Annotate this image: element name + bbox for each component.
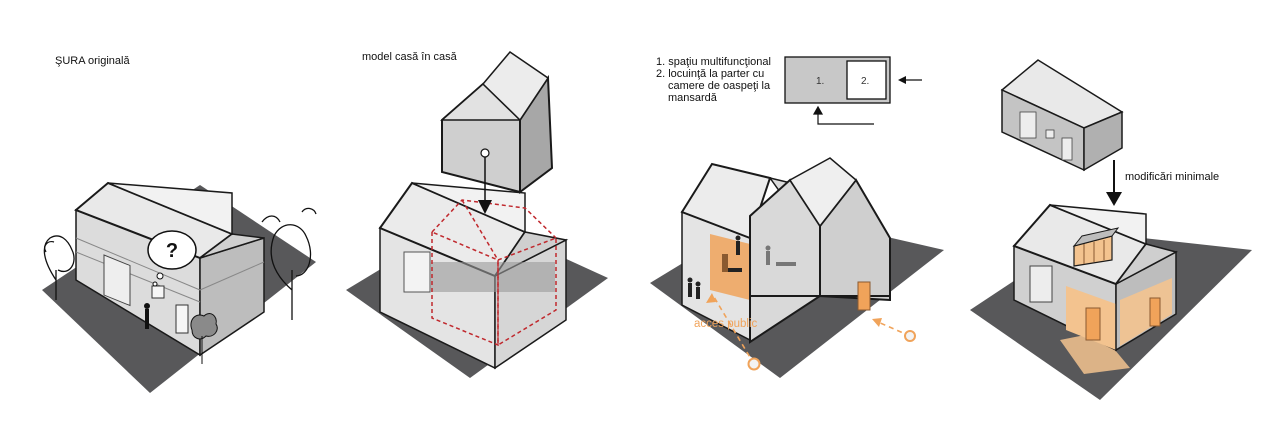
legend-line-3: camere de oaspeţi la (668, 80, 771, 92)
barn-roof-back (411, 182, 526, 234)
plan-arrow-right (898, 76, 922, 84)
title-original-barn: ŞURA originală (55, 55, 130, 67)
plan-room-2-label: 2. (861, 76, 869, 87)
tree-right (261, 207, 317, 320)
private-access-path (872, 318, 916, 342)
legend-line-4: mansardă (668, 92, 717, 104)
question-mark: ? (166, 240, 178, 262)
barn-side-door (175, 304, 189, 334)
placement-arrow (478, 148, 492, 214)
panel-program: 1. 2. (650, 56, 944, 378)
panel-house-in-house (346, 50, 608, 378)
private-door (857, 281, 871, 311)
side-door (1149, 297, 1161, 327)
title-house-in-house: model casă în casă (362, 51, 457, 63)
person-figure (144, 303, 150, 329)
barn-roof-back (1049, 204, 1147, 246)
legend-line-2: 2. locuinţă la parter cu (656, 68, 765, 80)
terrace-deck (1060, 332, 1130, 374)
inner-house-outline (431, 199, 557, 347)
public-access-path (706, 293, 761, 371)
plan-room-1-label: 1. (816, 76, 824, 87)
inner-house-roof (788, 157, 858, 228)
public-space-volume (710, 234, 750, 300)
small-barn (1000, 59, 1124, 172)
tree-left (43, 235, 75, 300)
entrance-door (1085, 307, 1101, 341)
program-legend: 1. spaţiu multifuncţional 2. locuinţă la… (656, 56, 771, 104)
people-silhouettes (687, 235, 796, 299)
interior-band (430, 262, 555, 292)
barn-door (1029, 265, 1053, 303)
panel-minimal-changes (970, 59, 1252, 400)
barn-door (103, 254, 131, 307)
barn-window (151, 285, 165, 299)
transform-arrow (1106, 160, 1122, 206)
question-bubble (147, 230, 197, 270)
floating-house-volume (440, 50, 554, 194)
legend-line-1: 1. spaţiu multifuncţional (656, 56, 771, 68)
dormer (1072, 227, 1120, 267)
label-access-private: acces privat (842, 343, 904, 355)
panel-original-barn: ? (42, 181, 317, 393)
plan-arrow-bottom (812, 105, 874, 125)
label-access-public: acces public (694, 318, 758, 330)
barn-door (403, 251, 431, 293)
barn-roof-side (1115, 243, 1179, 285)
shrub (190, 313, 218, 364)
plan-room-2 (846, 60, 887, 100)
label-minimal-changes: modificări minimale (1125, 171, 1220, 183)
warm-side-wall (1120, 278, 1172, 346)
barn-roof-back (107, 182, 233, 236)
barn-roof-side (199, 233, 265, 259)
